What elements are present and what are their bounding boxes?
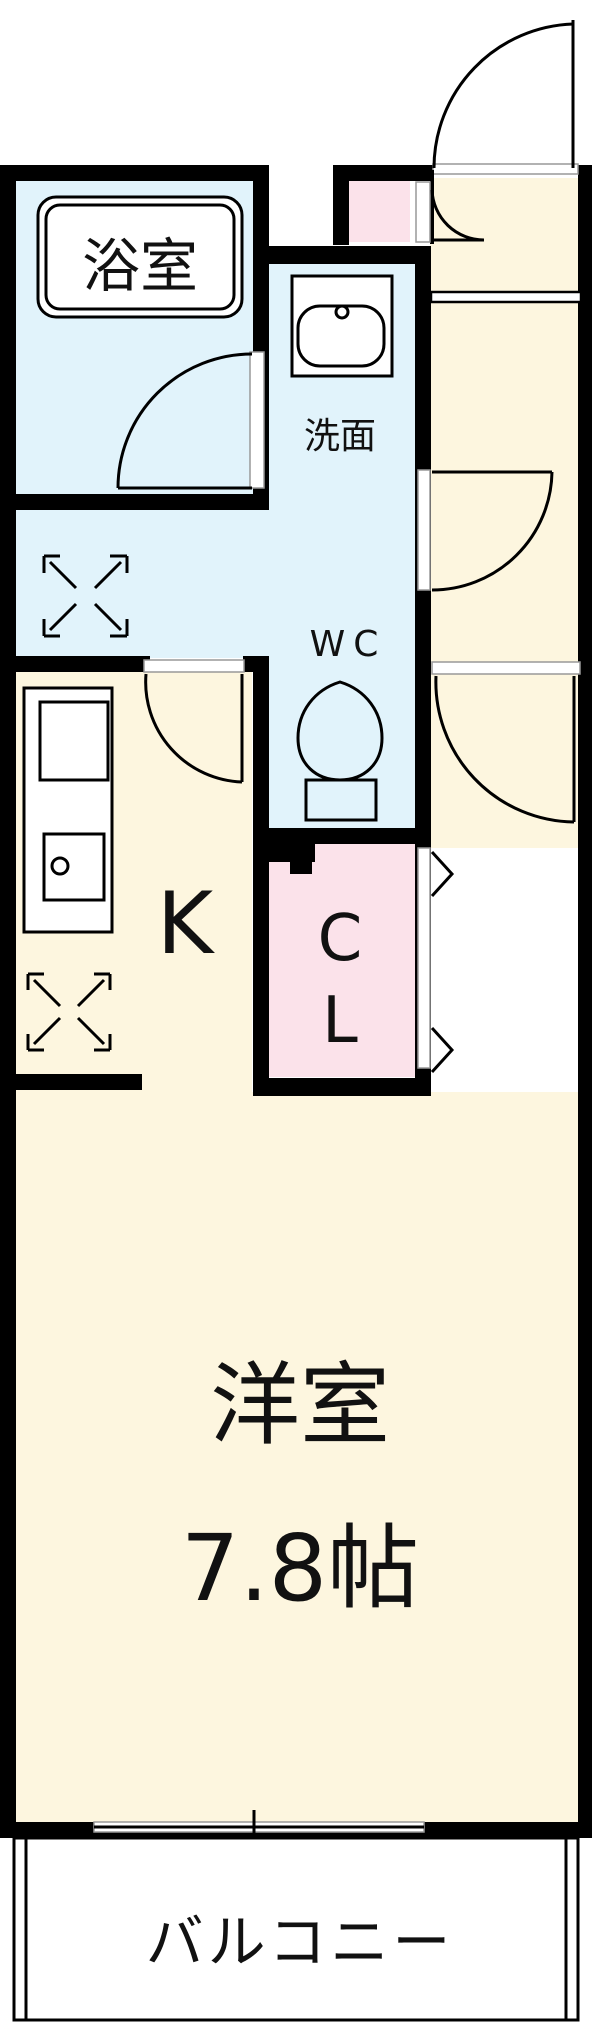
ventilation-icon	[42, 554, 129, 638]
western-room-size: 7.8帖	[181, 1515, 419, 1622]
kitchen-label: K	[157, 874, 216, 974]
toilet-label: WC	[310, 624, 387, 665]
kitchen-counter-fixture	[22, 686, 114, 934]
balcony-outline	[12, 1836, 580, 2022]
corridor-area	[430, 298, 582, 848]
corridor-door-upper	[417, 469, 554, 592]
closet-label-l: L	[322, 984, 358, 1058]
toilet-fixture	[296, 680, 384, 822]
closet-doors	[417, 847, 455, 1074]
toilet-door	[143, 659, 245, 784]
corridor-door-lower	[431, 661, 581, 824]
hall-wet-area	[14, 508, 418, 658]
entrance-pillar	[348, 178, 410, 242]
entrance-door	[430, 20, 579, 244]
entrance-step	[429, 290, 583, 304]
entrance-area	[430, 178, 590, 298]
washroom-label: 洗面	[304, 416, 376, 457]
closet-area	[266, 842, 418, 1077]
western-room-floor	[14, 1092, 582, 1832]
closet-label-c: C	[318, 902, 363, 976]
washbasin	[290, 274, 394, 378]
bath-door	[116, 351, 265, 490]
western-room-label: 洋室	[210, 1353, 390, 1458]
bath-label: 浴室	[82, 232, 198, 300]
balcony-label: バルコニー	[146, 1908, 455, 1976]
kitchen-vent-icon	[26, 972, 112, 1052]
shoe-cabinet-door	[415, 181, 485, 243]
balcony-window	[93, 1810, 425, 1848]
bathtub	[36, 195, 244, 319]
